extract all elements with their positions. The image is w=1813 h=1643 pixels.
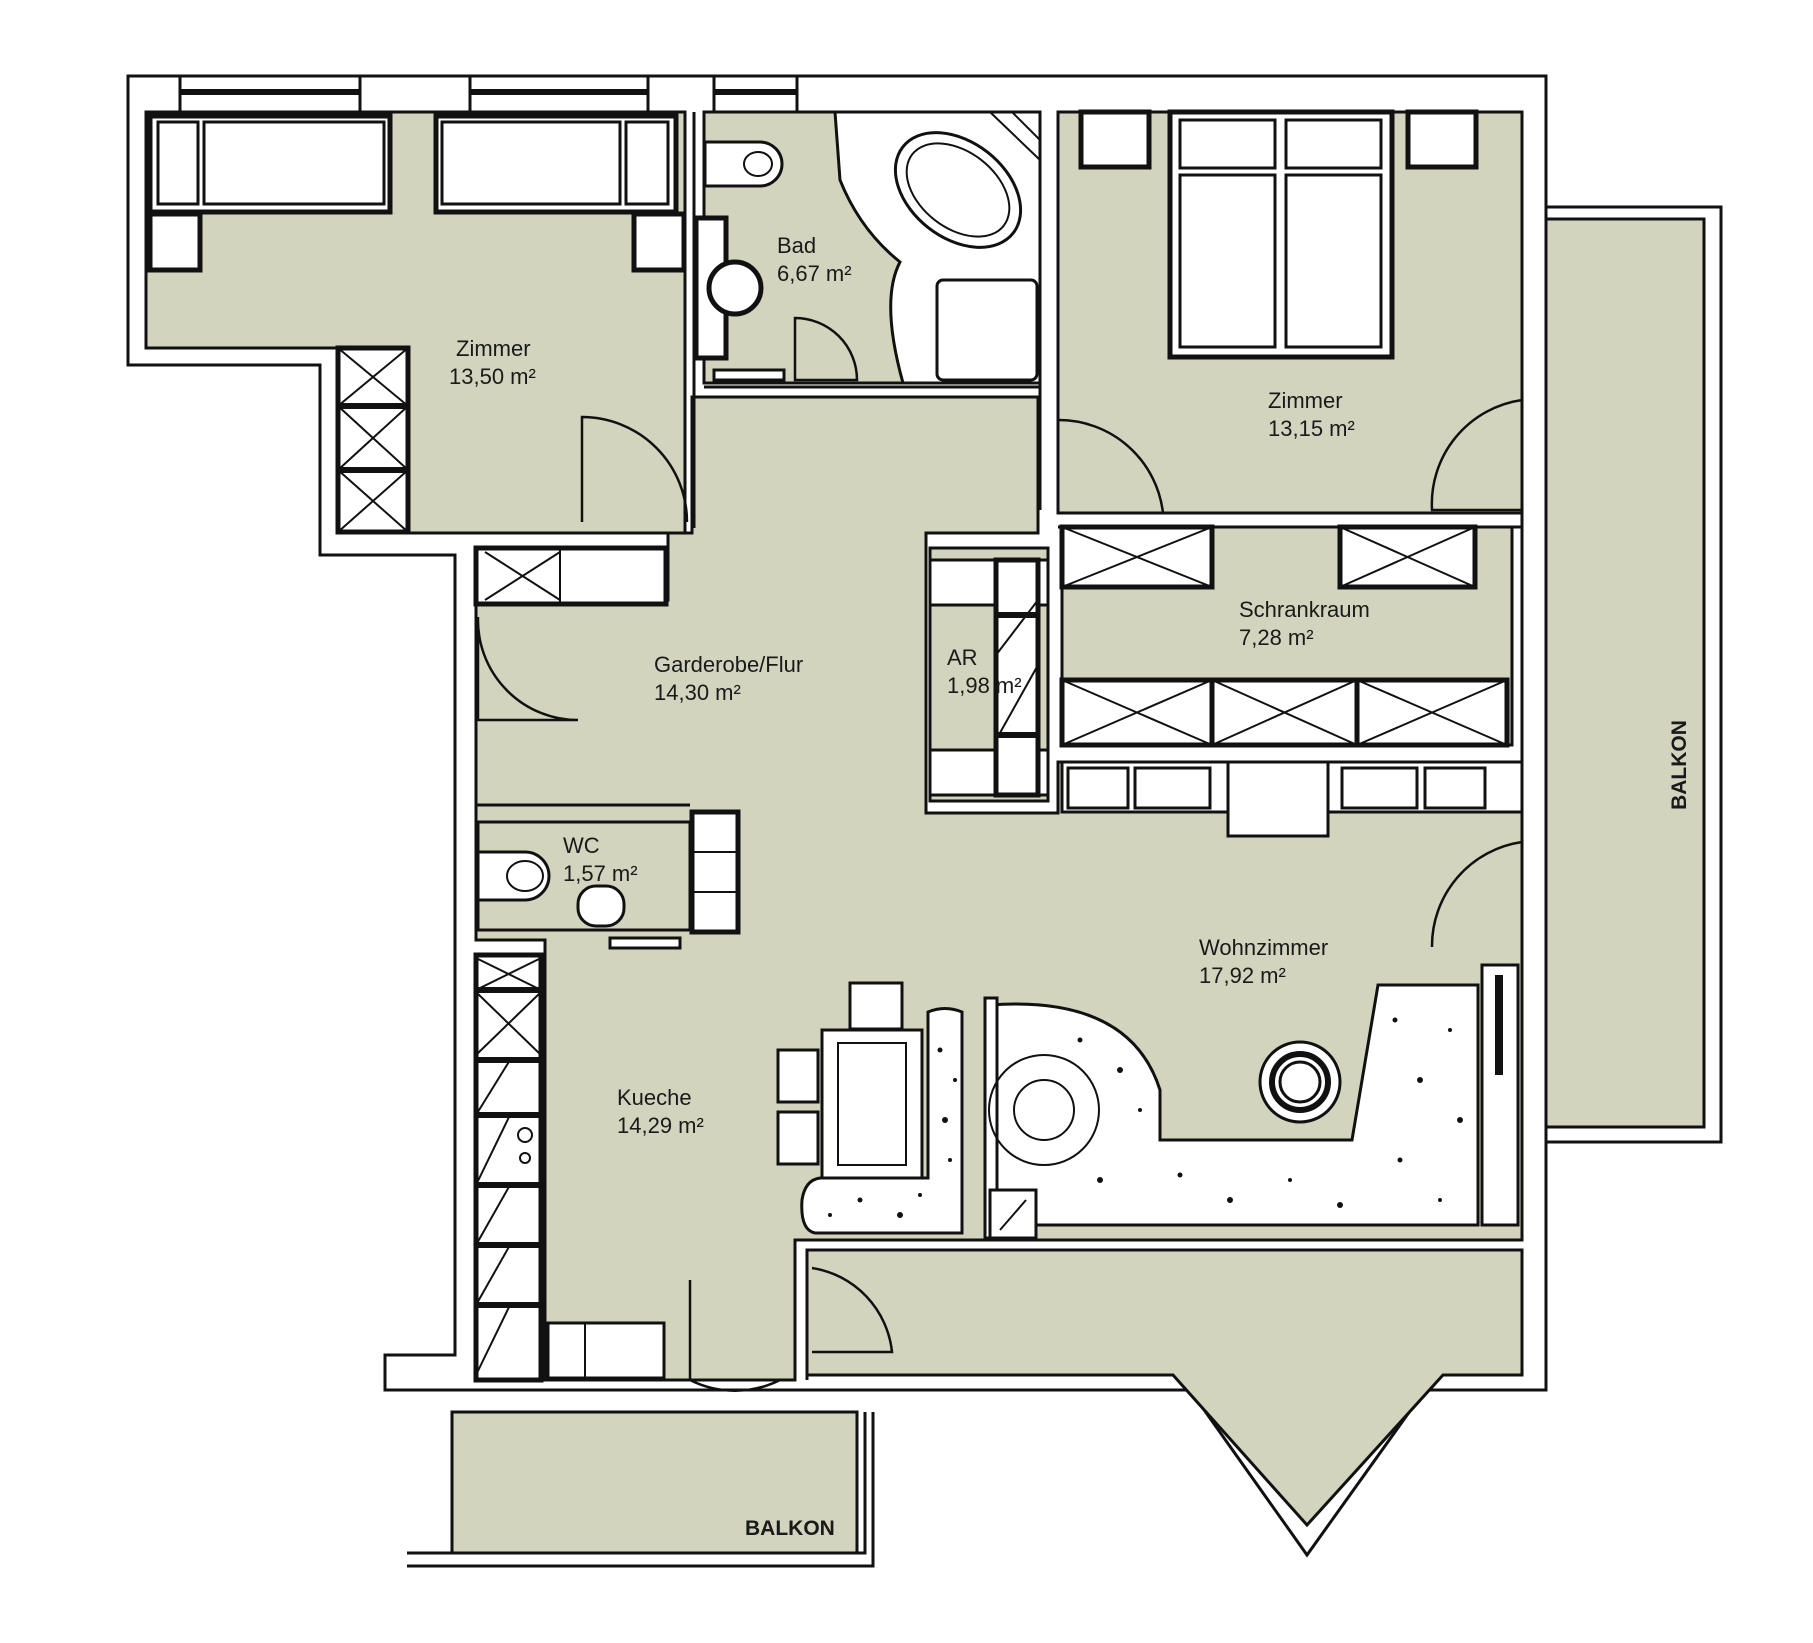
sideboard-row — [1060, 760, 1524, 838]
label-bad-area: 6,67 m² — [777, 261, 852, 286]
label-kueche-name: Kueche — [617, 1085, 692, 1110]
room-wohnzimmer-south — [805, 1248, 1524, 1528]
wc-fixtures — [476, 809, 741, 950]
schrankraum-closets — [1059, 524, 1510, 748]
label-ar-name: AR — [947, 645, 978, 670]
balkon-south-label: BALKON — [745, 1517, 835, 1540]
label-schrankraum-area: 7,28 m² — [1239, 625, 1314, 650]
stone-speckles — [828, 1017, 1463, 1218]
balkon-south: BALKON — [407, 1410, 875, 1568]
label-wc-name: WC — [563, 833, 600, 858]
label-garderobe-area: 14,30 m² — [654, 680, 741, 705]
balkon-east-label: BALKON — [1668, 720, 1691, 810]
kitchen-units — [473, 952, 666, 1383]
label-garderobe-name: Garderobe/Flur — [654, 652, 803, 677]
ar-shelves — [928, 557, 1050, 798]
label-bad-name: Bad — [777, 233, 816, 258]
closet-left — [335, 345, 411, 535]
label-wohnzimmer-name: Wohnzimmer — [1199, 935, 1328, 960]
label-zimmer-right-area: 13,15 m² — [1268, 416, 1355, 441]
garderobe-cabinet — [473, 545, 669, 607]
beds-left — [147, 113, 687, 273]
radiator-right — [1480, 963, 1520, 1227]
bed-right — [1078, 109, 1479, 360]
label-zimmer-left-name: Zimmer — [456, 336, 531, 361]
label-zimmer-right-name: Zimmer — [1268, 388, 1343, 413]
label-wc-area: 1,57 m² — [563, 861, 638, 886]
label-schrankraum-name: Schrankraum — [1239, 597, 1370, 622]
balkon-east: BALKON — [1544, 205, 1723, 1144]
label-zimmer-left-area: 13,50 m² — [449, 364, 536, 389]
stone-bench — [800, 983, 1480, 1242]
doors — [476, 316, 1523, 1392]
bad-fixtures — [693, 110, 1042, 385]
label-ar-area: 1,98 m² — [947, 673, 1022, 698]
label-kueche-area: 14,29 m² — [617, 1113, 704, 1138]
dining-table — [776, 981, 924, 1182]
label-wohnzimmer-area: 17,92 m² — [1199, 963, 1286, 988]
room-labels: Zimmer 13,50 m² Bad 6,67 m² Zimmer 13,15… — [449, 233, 1370, 1138]
windows-top — [178, 74, 799, 114]
